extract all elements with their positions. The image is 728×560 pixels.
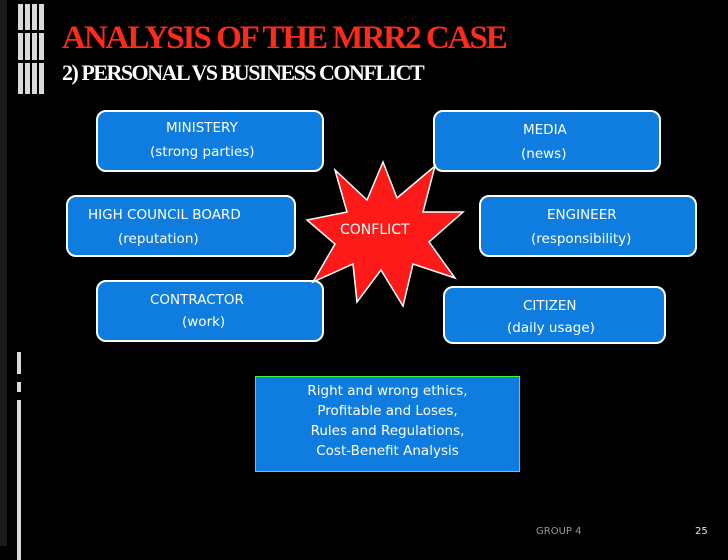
ministry-label: MINISTERY xyxy=(166,120,238,136)
slide-title: ANALYSIS OF THE MRR2 CASE xyxy=(62,20,508,56)
media-box: MEDIA (news) xyxy=(433,110,661,172)
conflict-starburst xyxy=(305,160,465,308)
media-detail: (news) xyxy=(521,146,567,162)
ethics-box: Right and wrong ethics, Profitable and L… xyxy=(255,376,520,472)
ministry-detail: (strong parties) xyxy=(150,144,255,160)
citizen-label: CITIZEN xyxy=(523,298,577,314)
citizen-box: CITIZEN (daily usage) xyxy=(443,286,666,344)
contractor-box: CONTRACTOR (work) xyxy=(96,280,324,342)
ethics-line: Cost-Benefit Analysis xyxy=(316,443,459,459)
high-council-box: HIGH COUNCIL BOARD (reputation) xyxy=(66,195,296,257)
ethics-line: Right and wrong ethics, xyxy=(307,383,468,399)
contractor-detail: (work) xyxy=(182,314,226,330)
contractor-label: CONTRACTOR xyxy=(150,292,244,308)
left-decorative-bar xyxy=(0,0,7,546)
ethics-line: Profitable and Loses, xyxy=(317,403,458,419)
footer-group: GROUP 4 xyxy=(536,526,582,537)
high-council-detail: (reputation) xyxy=(118,231,199,247)
engineer-box: ENGINEER (responsibility) xyxy=(479,195,697,257)
page-number: 25 xyxy=(695,526,708,537)
engineer-label: ENGINEER xyxy=(547,207,617,223)
ethics-line: Rules and Regulations, xyxy=(310,423,465,439)
high-council-label: HIGH COUNCIL BOARD xyxy=(88,207,241,223)
ministry-box: MINISTERY (strong parties) xyxy=(96,110,324,172)
citizen-detail: (daily usage) xyxy=(507,320,595,336)
slide-subtitle: 2) PERSONAL VS BUSINESS CONFLICT xyxy=(62,60,425,85)
engineer-detail: (responsibility) xyxy=(531,231,632,247)
conflict-label: CONFLICT xyxy=(340,222,410,238)
media-label: MEDIA xyxy=(523,122,567,138)
